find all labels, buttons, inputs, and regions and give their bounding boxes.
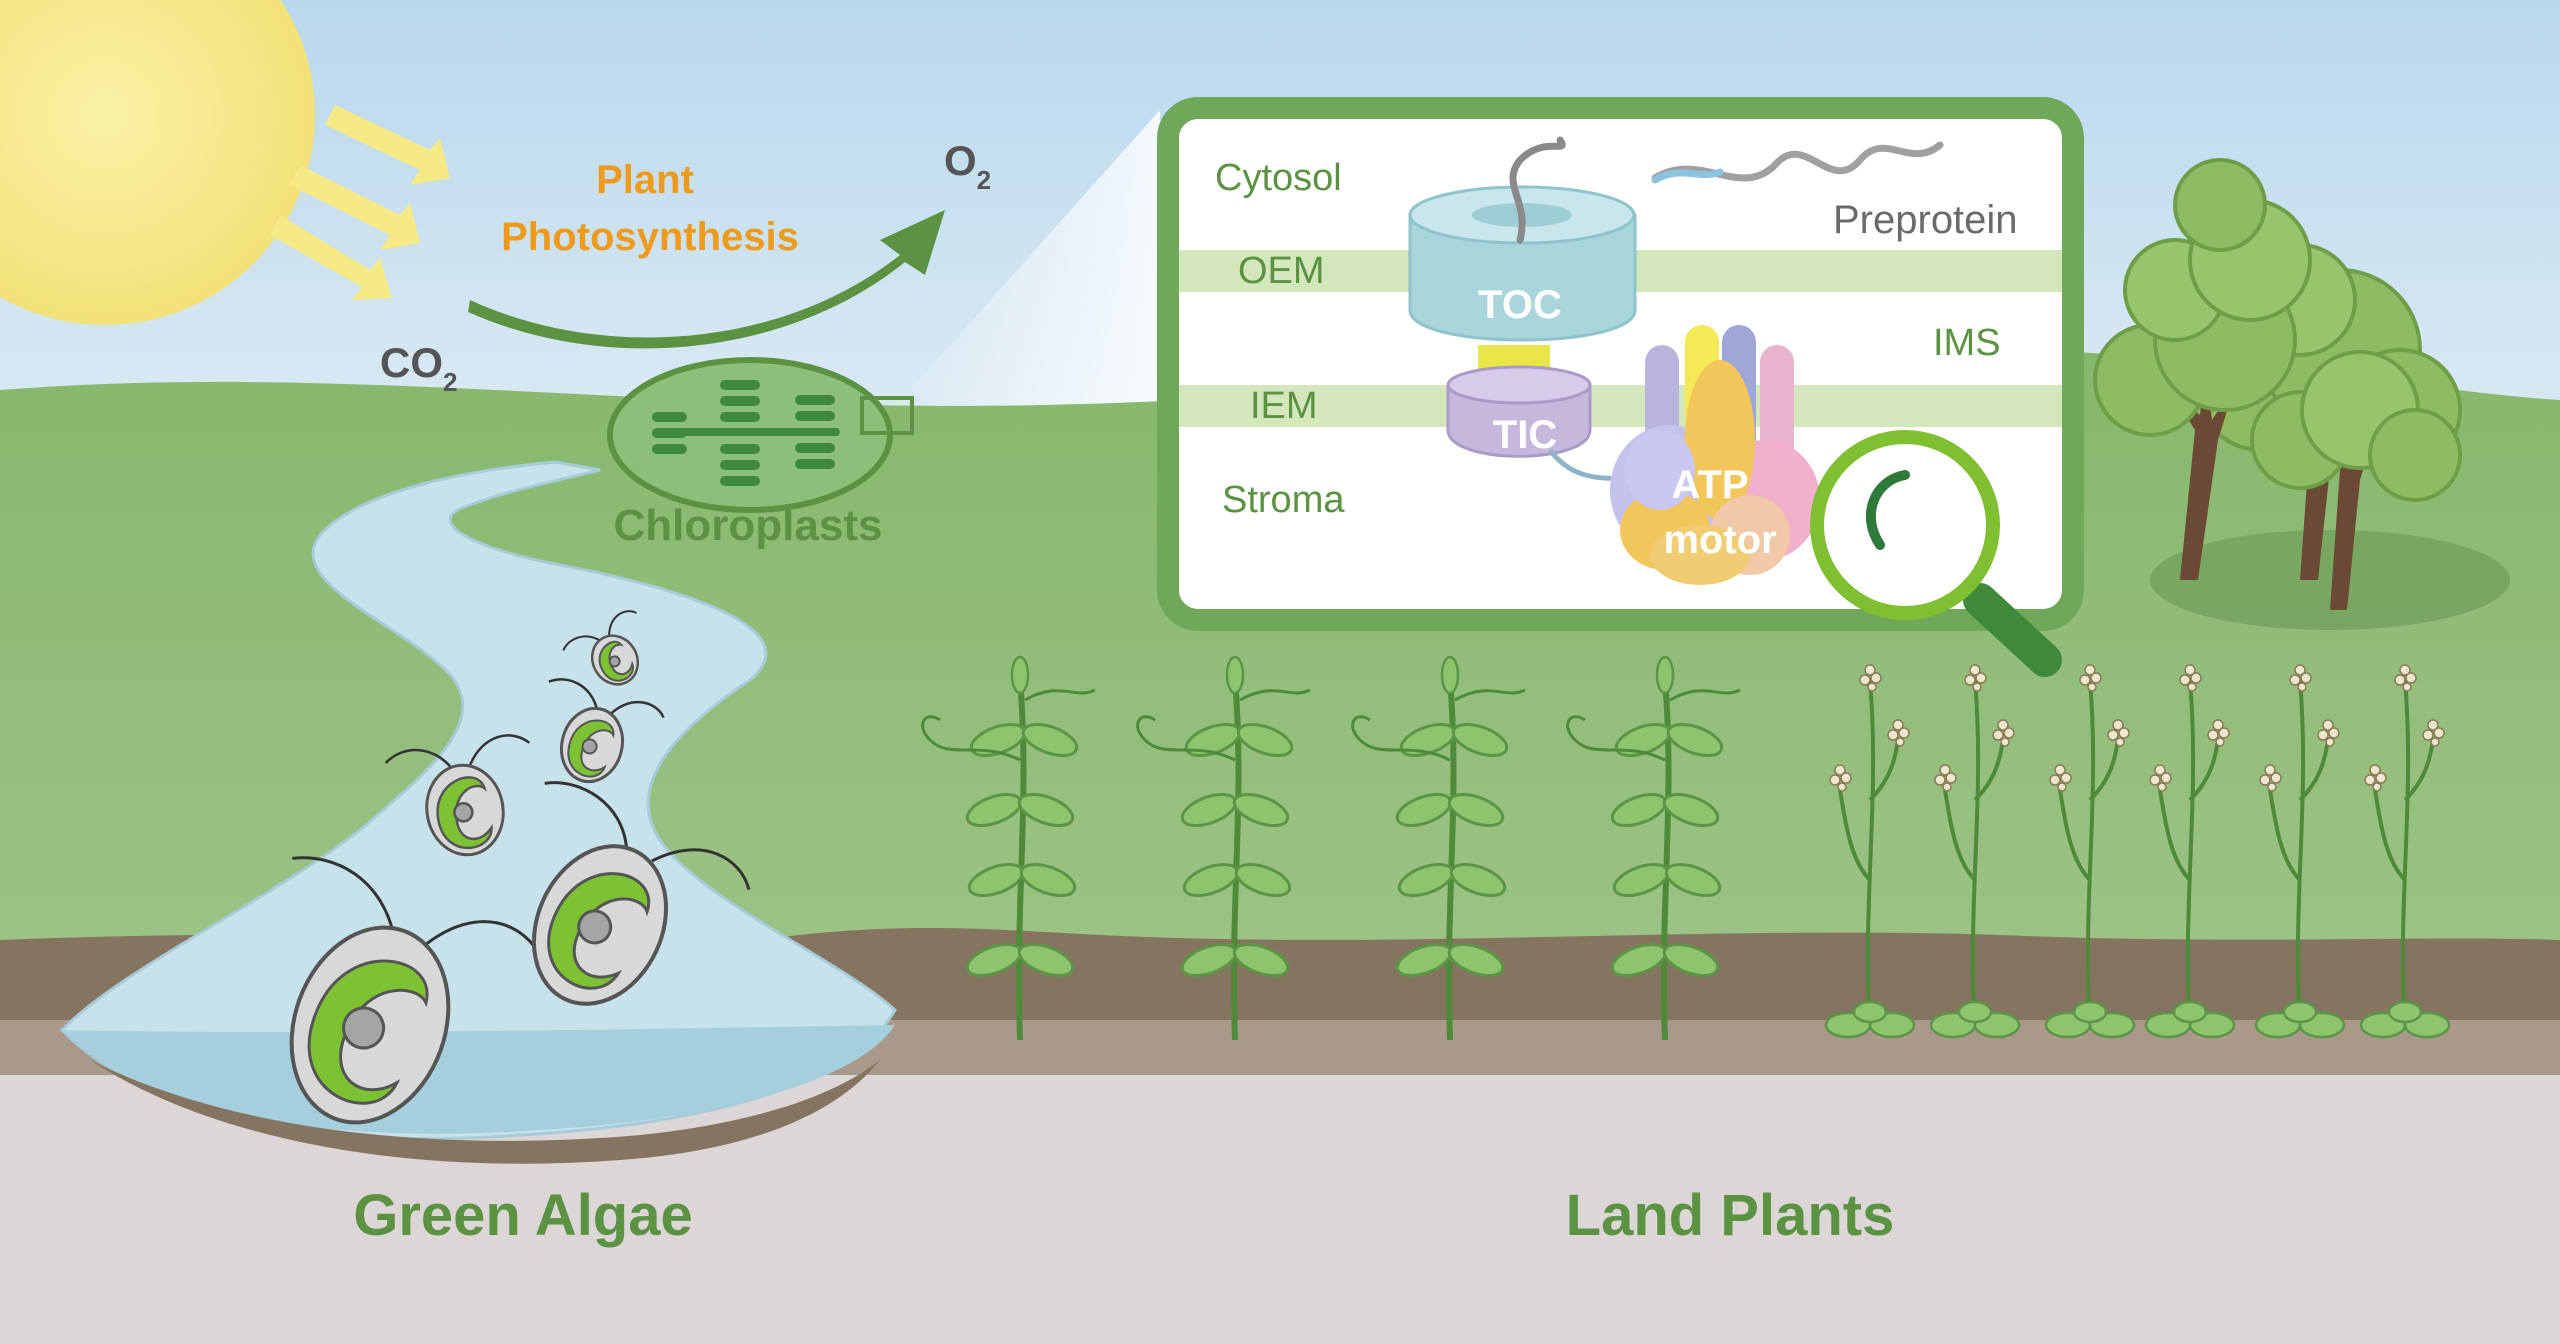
tic-linker [1548, 448, 1621, 481]
atp-motor-label-line2: motor [1663, 518, 1776, 562]
river-bank [90, 1060, 880, 1164]
import-machinery-inset [1157, 97, 2084, 677]
arabidopsis-plant [2254, 664, 2346, 1039]
river-pool [62, 1025, 895, 1134]
toc-label: TOC [1478, 283, 1562, 327]
land-plants-label: Land Plants [1566, 1183, 1895, 1248]
stroma-label: Stroma [1222, 479, 1345, 521]
co2-label: CO2 [380, 339, 457, 397]
chloroplast-icon [607, 357, 914, 513]
preprotein-through-toc [1509, 136, 1566, 244]
toc-complex [1408, 185, 1637, 342]
atp-motor-complex [1610, 325, 1820, 585]
cytosol-label: Cytosol [1215, 157, 1342, 199]
magnifier-icon [1810, 430, 2062, 677]
tic-complex [1446, 365, 1592, 458]
pea-plant [1351, 655, 1526, 1041]
atp-motor-label-line1: ATP [1671, 463, 1748, 507]
arabidopsis-plant [2044, 664, 2136, 1039]
o2-base: O [944, 137, 977, 184]
tree [2173, 158, 2462, 610]
photosynthesis-label-line1: Plant [596, 158, 694, 202]
algae-cell [531, 781, 751, 1006]
o2-label: O2 [944, 137, 991, 195]
algae-cell [562, 610, 640, 686]
oem-label: OEM [1238, 250, 1325, 292]
co2-base: CO [380, 339, 443, 386]
photosynthesis-label-line2: Photosynthesis [501, 215, 799, 259]
tic-label: TIC [1493, 413, 1557, 457]
pea-plant [1566, 655, 1741, 1041]
ims-label: IMS [1933, 322, 2001, 364]
algae-cell [289, 856, 544, 1125]
iem-membrane [1179, 385, 2062, 427]
pea-plant [921, 655, 1096, 1041]
iem-label: IEM [1250, 385, 1318, 427]
arabidopsis-plant [1929, 664, 2021, 1039]
tree-shadow [2150, 530, 2510, 630]
preprotein-label: Preprotein [1833, 198, 2018, 242]
co2-subscript: 2 [443, 367, 457, 397]
o2-subscript: 2 [977, 165, 991, 195]
pea-plant [1136, 655, 1311, 1041]
arabidopsis-plant [2359, 664, 2451, 1039]
sunlight-rays-icon [270, 105, 450, 300]
chloroplasts-label: Chloroplasts [614, 501, 883, 550]
green-algae-label: Green Algae [353, 1183, 693, 1248]
preprotein-signal [1651, 168, 1724, 184]
arabidopsis-plant [2144, 664, 2236, 1039]
sun-icon [0, 0, 315, 325]
algae-cell [548, 678, 665, 784]
arabidopsis-plant [1824, 664, 1916, 1039]
